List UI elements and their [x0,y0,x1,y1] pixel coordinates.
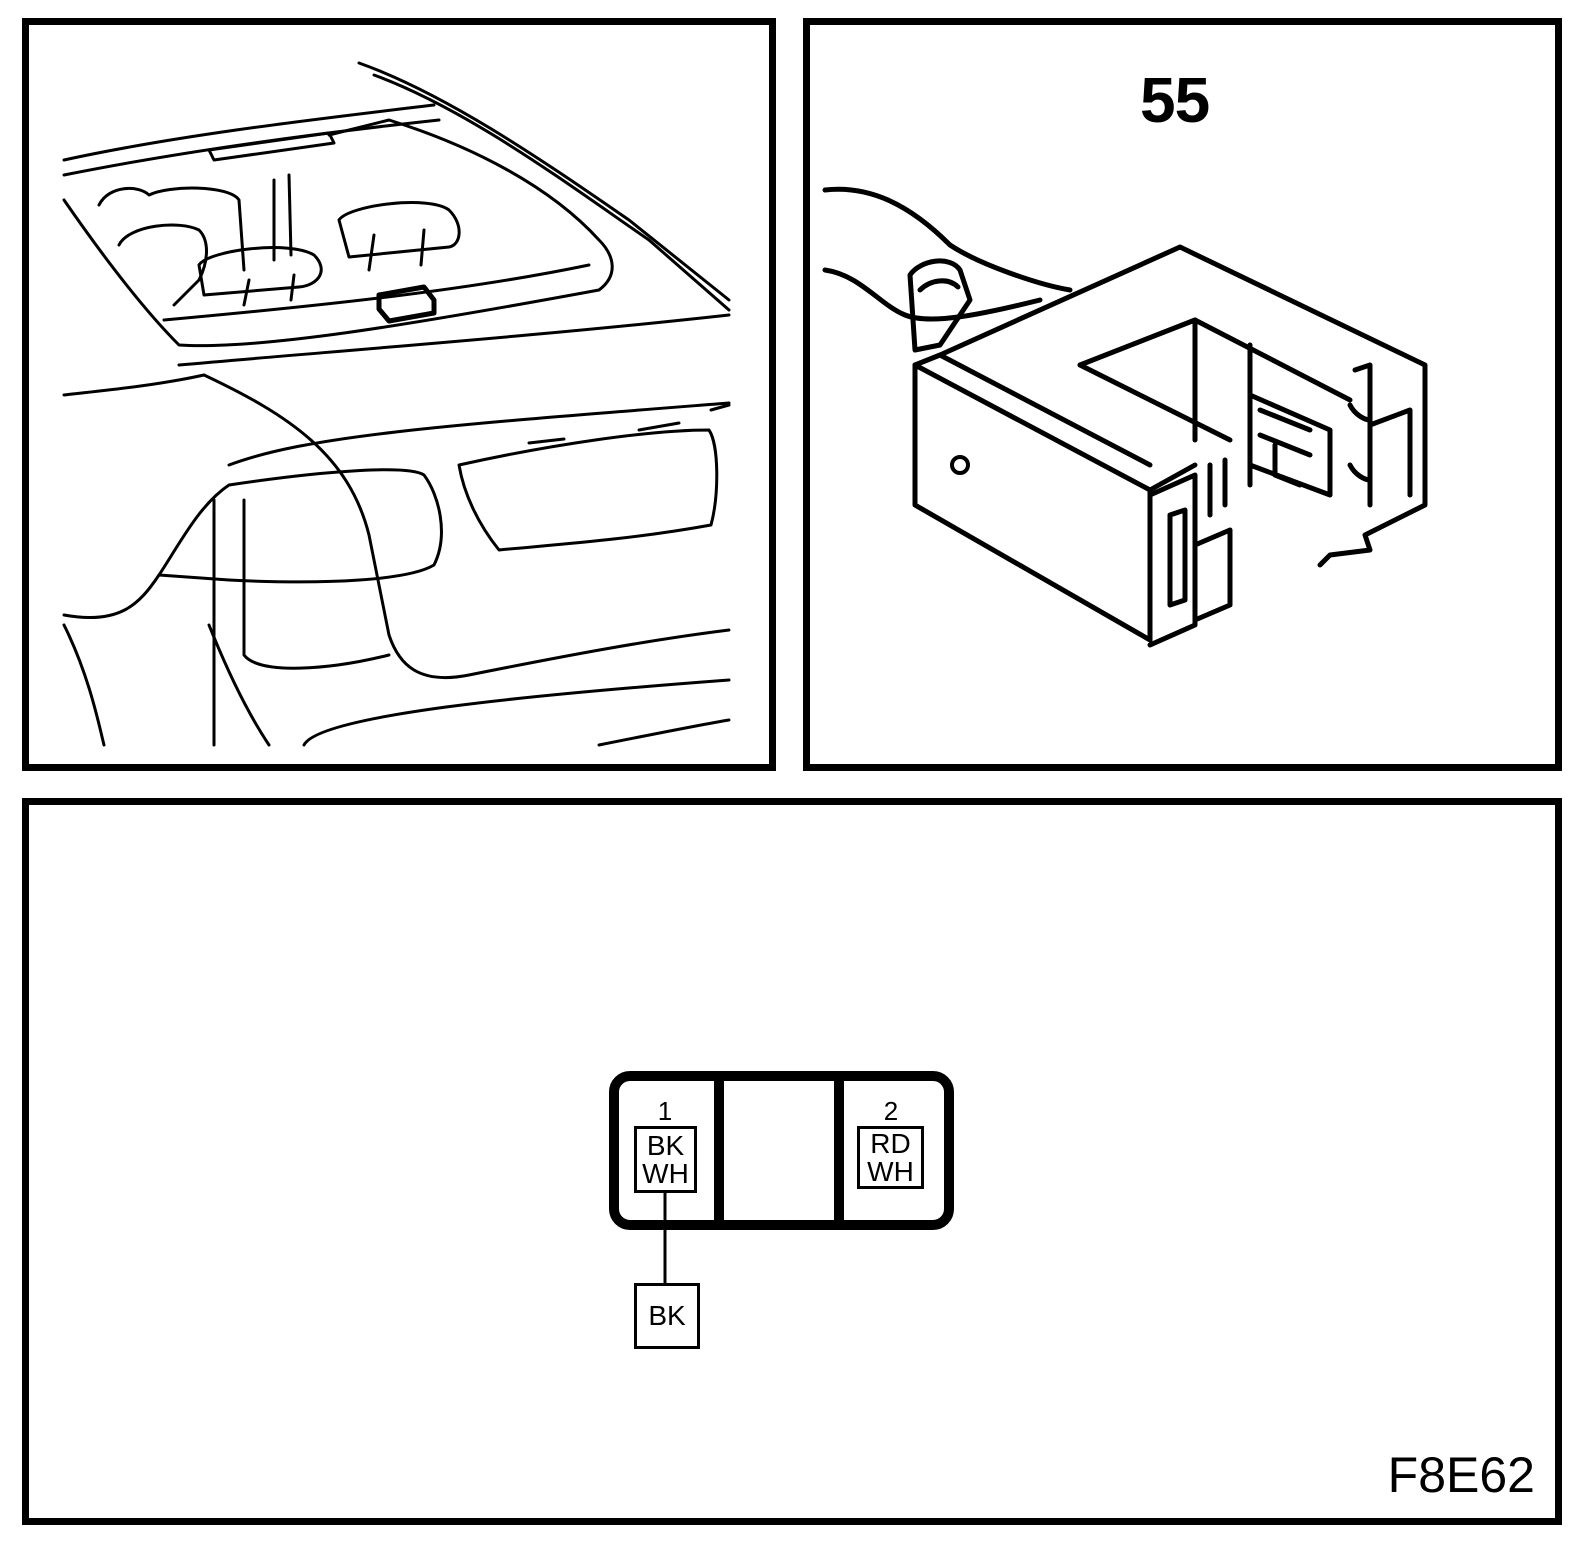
pin-1-color-stripe: WH [642,1157,689,1189]
pin-1-wire-color: BK WH [634,1126,697,1193]
pin-2-wire-color: RD WH [857,1126,924,1189]
pin-number-1: 1 [657,1096,673,1126]
splice-color: BK [648,1300,686,1331]
pinout-panel: 1 BK WH 2 RD WH BK F8E62 [22,798,1562,1525]
connector-face-outline [609,1071,954,1230]
pinout-diagram [609,1071,954,1288]
pin-1-color-primary: BK [646,1129,685,1161]
pin-2-color-primary: RD [870,1127,911,1159]
splice-wire-color: BK [634,1283,700,1349]
vehicle-location-panel [22,18,776,771]
connector-number-label: 55 [1140,64,1210,136]
pin-2-color-stripe: WH [867,1155,914,1187]
connector-view-panel: 55 [803,18,1562,771]
connector-housing-illustration [822,186,1428,648]
vehicle-rear-illustration [62,61,731,747]
pin-number-2: 2 [883,1096,899,1126]
figure-code: F8E62 [1387,1447,1535,1503]
